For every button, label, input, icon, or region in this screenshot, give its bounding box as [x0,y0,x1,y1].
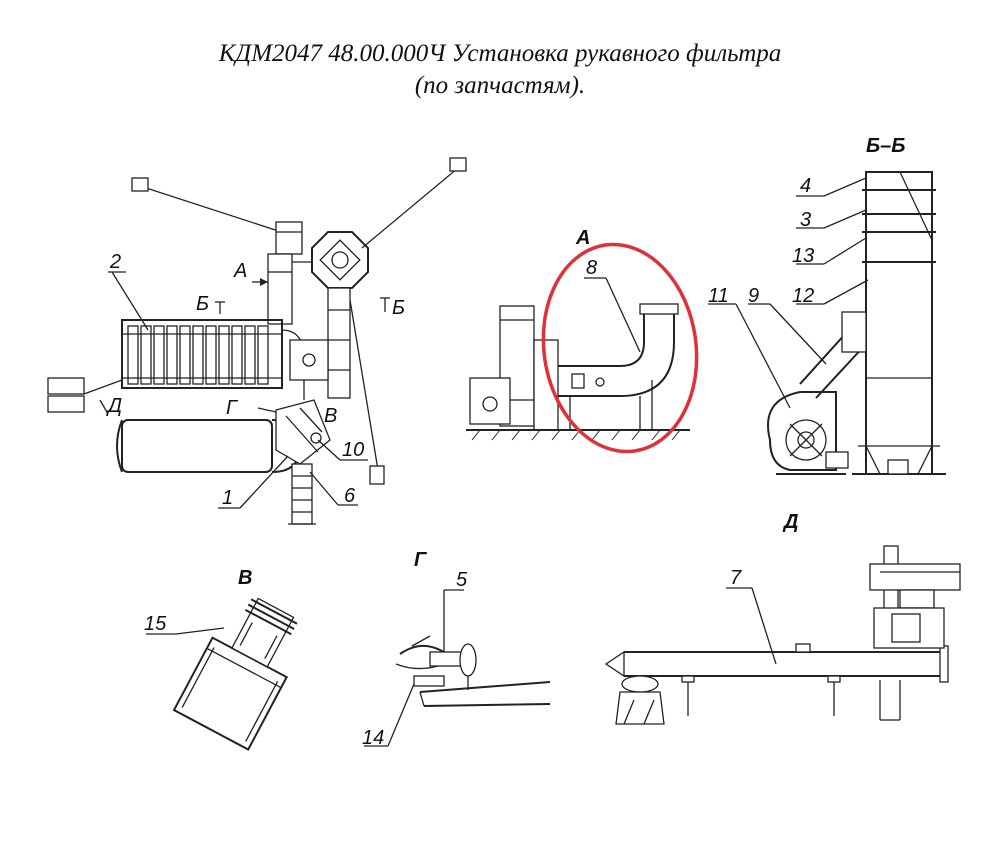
view-v-label: В [238,567,252,589]
view-d-label: Д [782,511,798,533]
section-marker-v: В [324,405,337,427]
callout-3: 3 [800,209,811,231]
drum [121,419,273,473]
highlight-ellipse [541,242,699,454]
view-v: В 15 [144,567,298,751]
callout-11: 11 [708,285,729,307]
title-line-2: (по запчастям). [414,72,586,99]
section-bb-view: Б–Б [708,135,946,475]
filter-sleeves [127,325,269,385]
view-a: А 8 [466,227,699,454]
callout-4: 4 [800,175,811,197]
cyclone-octagon [311,231,369,289]
section-marker-g: Г [226,397,239,419]
anchor-plate [449,157,467,172]
callout-5: 5 [456,569,468,591]
callout-13: 13 [792,245,814,267]
view-bb-label: Б–Б [866,135,905,157]
callout-6: 6 [344,485,356,507]
callout-14: 14 [362,727,384,749]
callout-8: 8 [586,257,597,279]
section-marker-b-right: Б [392,297,405,319]
view-g: Г 5 14 [362,549,551,749]
callout-10: 10 [342,439,364,461]
callout-12: 12 [792,285,814,307]
title-line-1: КДМ2047 48.00.000Ч Установка рукавного ф… [218,40,782,67]
section-marker-b-left: Б [196,293,209,315]
callout-9: 9 [748,285,759,307]
section-marker-d: Д [106,395,122,417]
main-plan-view: А Б Б Г В Д 2 1 6 10 [47,157,467,525]
callout-2: 2 [109,251,121,273]
anchor-plate [131,177,149,192]
section-marker-a: А [233,260,247,282]
stack [865,171,933,475]
chimney [275,221,303,255]
view-g-label: Г [414,549,428,571]
anchor-plate [369,465,385,485]
filter-body [121,319,283,389]
view-d: Д 7 [604,511,961,725]
drawing-title: КДМ2047 48.00.000Ч Установка рукавного ф… [0,38,1000,102]
conveyor-end [604,650,625,678]
callout-15: 15 [144,613,167,635]
callout-1: 1 [222,487,233,509]
callout-7: 7 [730,567,742,589]
view-a-label: А [575,227,590,249]
